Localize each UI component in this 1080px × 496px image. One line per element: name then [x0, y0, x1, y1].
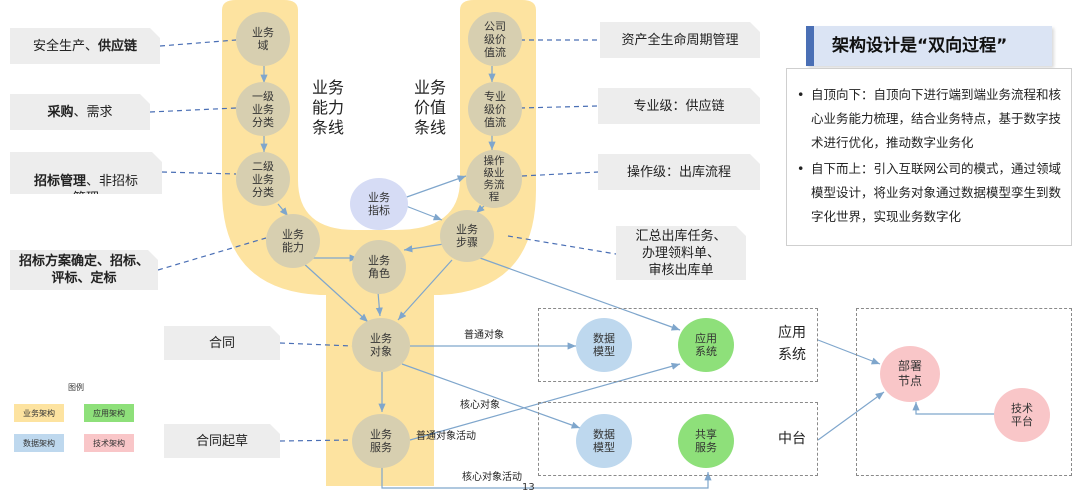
description-panel: • 自顶向下：自顶向下进行端到端业务流程和核心业务能力梳理，结合业务特点，基于数…: [786, 68, 1072, 246]
page-title: 架构设计是“双向过程”: [832, 36, 1008, 56]
node-deploy-node: 部署 节点: [880, 346, 940, 402]
title-accent-bar: [806, 26, 814, 66]
edge-app-deploy: [817, 339, 881, 365]
node-data-model-middle: 数据 模型: [576, 414, 632, 468]
node-application-system: 应用 系统: [678, 318, 734, 372]
label-contract: 合同: [164, 326, 280, 360]
node-level2-category: 二级 业务 分类: [236, 152, 290, 206]
leader-l2: [149, 107, 237, 113]
edge-indicator-op: [403, 175, 467, 199]
edge-label-core-activity: 核心对象活动: [462, 472, 522, 483]
label-operational-outbound: 操作级：出库流程: [598, 154, 760, 190]
edge-capability-object: [301, 261, 369, 323]
legend-technology: 技术架构: [84, 434, 134, 452]
node-shared-service: 共享 服务: [678, 414, 734, 468]
leader-l4: [157, 237, 267, 271]
bullet-dot-1: •: [797, 87, 805, 102]
label-level1-example: 安全生产、供应链: [10, 28, 160, 64]
node-level1-category: 一级 业务 分类: [236, 82, 290, 136]
edge-label-core-object: 核心对象: [460, 400, 500, 411]
leader-contract: [279, 342, 353, 347]
node-business-indicator: 业务 指标: [350, 178, 408, 230]
edge-step-role: [403, 243, 445, 253]
side-label-middle-platform: 中台: [778, 431, 806, 447]
leader-l1: [159, 39, 237, 47]
leader-r4: [507, 235, 617, 255]
edge-role-object: [375, 291, 383, 317]
legend-application: 应用架构: [84, 404, 134, 422]
edge-step-object: [397, 259, 453, 321]
legend-business: 业务架构: [14, 404, 64, 422]
label-capability-example: 招标方案确定、招标、 评标、定标: [10, 250, 158, 290]
leader-l3: [161, 171, 237, 175]
middle-platform-box: [538, 402, 818, 476]
side-label-app-system: 应用 系统: [778, 325, 806, 363]
leader-r3: [521, 171, 599, 177]
edge-object-datamodel2: [401, 363, 581, 429]
label-level3-example: 招标管理、非招标 管理: [10, 152, 162, 194]
page-number: 13: [522, 482, 535, 493]
capability-line-label: 业务 能力 条线: [312, 78, 345, 137]
bullet-bottom-up: • 自下而上：引入互联网公司的模式，通过领域模型设计，将业务对象通过数据模型孪生…: [797, 157, 1063, 229]
edge-middle-deploy: [817, 391, 885, 441]
edge-label-common-activity: 普通对象活动: [416, 431, 476, 442]
label-outbound-steps: 汇总出库任务、 办理领料单、 审核出库单: [616, 226, 746, 280]
label-contract-draft: 合同起草: [164, 424, 280, 458]
title-box: 架构设计是“双向过程”: [806, 26, 1052, 66]
node-business-domain: 业务 域: [236, 12, 290, 66]
label-level2-bold: 采购: [47, 104, 74, 120]
app-system-box: [538, 308, 818, 382]
bullet-top-down: • 自顶向下：自顶向下进行端到端业务流程和核心业务能力梳理，结合业务特点，基于数…: [797, 83, 1063, 155]
node-operational-flow: 操作 级业 务流 程: [466, 150, 522, 208]
label-asset-lifecycle: 资产全生命周期管理: [600, 22, 760, 58]
leader-draft: [279, 439, 353, 442]
legend-data: 数据架构: [14, 434, 64, 452]
node-business-service: 业务 服务: [352, 414, 410, 468]
edge-indicator-step: [405, 205, 443, 221]
label-level1-plain: 安全生产、: [32, 38, 98, 54]
bullet-dot-2: •: [797, 161, 805, 176]
node-business-capability: 业务 能力: [266, 214, 320, 268]
label-level1-bold: 供应链: [98, 38, 138, 54]
label-level2-example: 采购、需求: [10, 94, 150, 130]
node-business-object: 业务 对象: [352, 318, 410, 372]
node-company-value-stream: 公司 级价 值流: [468, 12, 522, 66]
bullet-bottom-up-text: 自下而上：引入互联网公司的模式，通过领域模型设计，将业务对象通过数据模型孪生到数…: [811, 161, 1062, 224]
bullet-top-down-text: 自顶向下：自顶向下进行端到端业务流程和核心业务能力梳理，结合业务特点，基于数字技…: [811, 87, 1062, 150]
tech-box: [856, 308, 1072, 476]
edge-service-shared: [381, 466, 712, 489]
node-tech-platform: 技术 平台: [994, 388, 1050, 442]
legend-title: 图例: [68, 383, 84, 392]
value-line-label: 业务 价值 条线: [414, 78, 447, 137]
leader-r2: [519, 105, 599, 109]
label-level3-bold: 招标管理: [33, 174, 86, 189]
node-business-step: 业务 步骤: [440, 210, 494, 262]
node-professional-value-stream: 专业 级价 值流: [468, 82, 522, 136]
node-business-role: 业务 角色: [352, 240, 406, 294]
label-professional-supply: 专业级：供应链: [598, 88, 760, 124]
edge-tech-deploy: [912, 402, 996, 415]
label-level2-plain: 、需求: [73, 104, 113, 120]
node-data-model-app: 数据 模型: [576, 318, 632, 372]
edge-step-app: [479, 257, 681, 331]
edge-label-common-object: 普通对象: [464, 330, 504, 341]
